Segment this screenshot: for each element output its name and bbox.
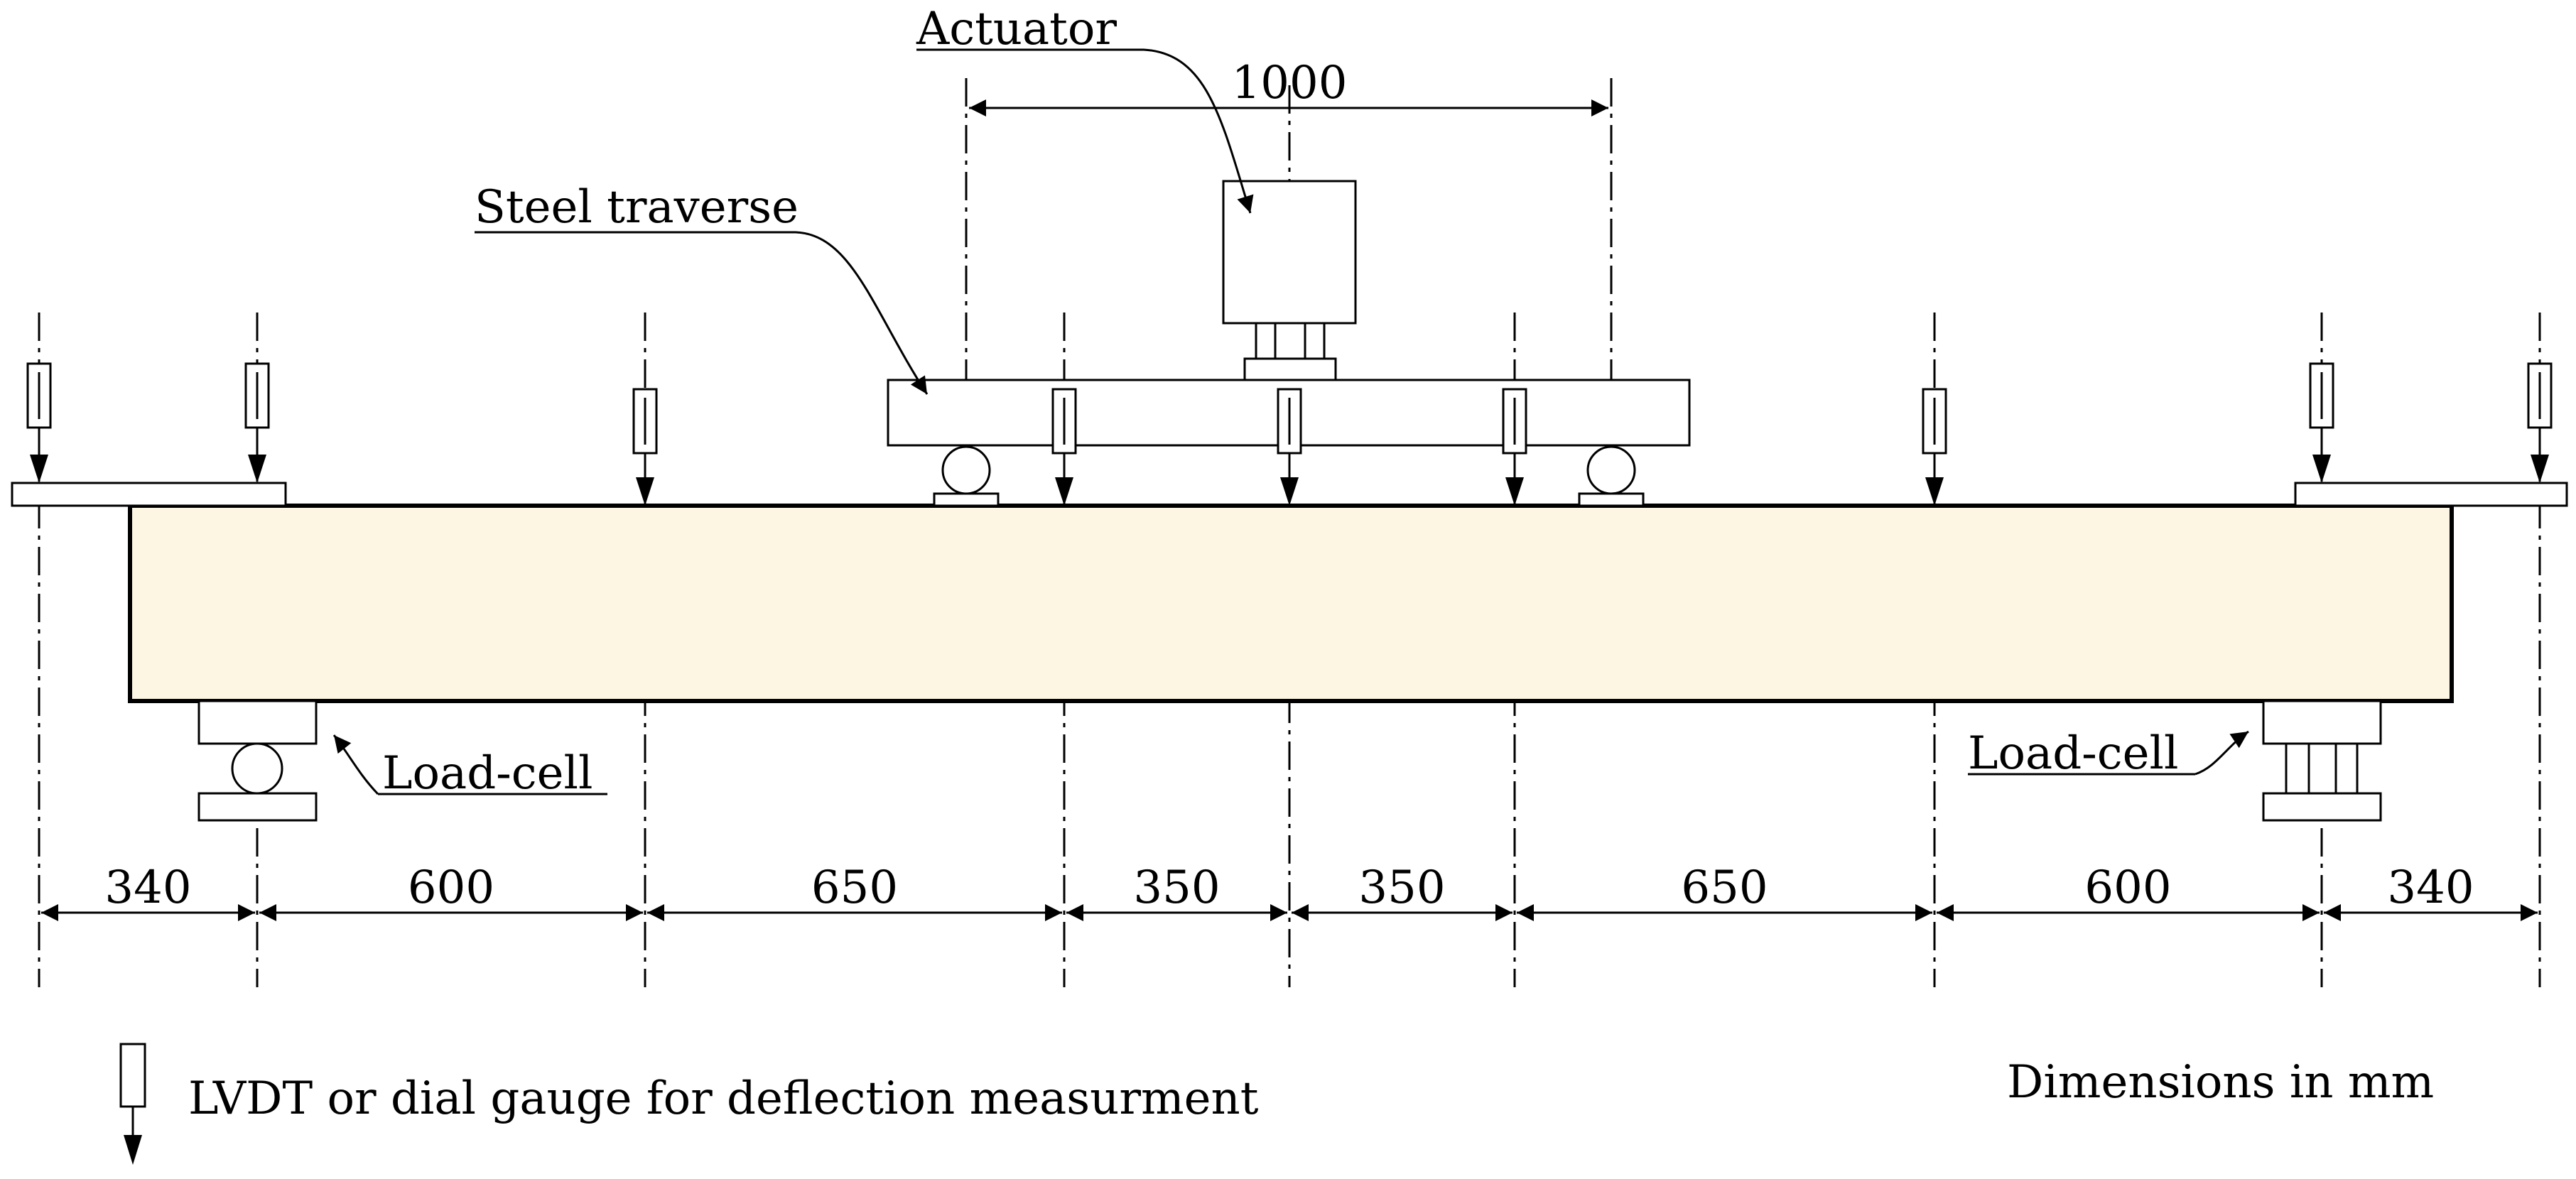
dimension-label: 600: [408, 862, 494, 914]
dimension-label: 650: [1681, 862, 1768, 914]
traverse-roller-left: [933, 445, 1000, 507]
lvdt-gauge: [1277, 388, 1302, 506]
actuator: [1222, 180, 1357, 381]
lvdt-gauge: [2527, 362, 2553, 483]
steel-traverse-label: Steel traverse: [475, 181, 799, 234]
legend: LVDT or dial gauge for deflection measur…: [119, 1043, 1259, 1165]
top-dimension-label: 1000: [1232, 57, 1348, 109]
leader-lines: [332, 48, 2249, 795]
lvdt-gauges: [26, 362, 2553, 506]
lvdt-gauge: [1502, 388, 1527, 506]
lvdt-gauge: [1051, 388, 1077, 506]
load-cell-left-label: Load-cell: [382, 747, 592, 800]
dimension-label: 340: [2387, 862, 2474, 914]
bottom-dimensions: 340 600 650 350 350 650 600 340: [41, 862, 2538, 921]
lvdt-gauge: [632, 388, 658, 506]
lvdt-gauge: [2309, 362, 2334, 483]
units-note: Dimensions in mm: [2007, 1056, 2434, 1109]
left-reference-plate: [11, 482, 287, 507]
concrete-beam: [128, 504, 2454, 703]
lvdt-gauge: [1922, 388, 1947, 506]
traverse-roller-right: [1578, 445, 1645, 507]
lvdt-gauge: [26, 362, 52, 483]
actuator-label: Actuator: [916, 3, 1117, 55]
dimension-label: 350: [1358, 862, 1445, 914]
right-support-load-cell: [2262, 700, 2382, 822]
right-reference-plate: [2294, 482, 2568, 507]
load-cell-right-label: Load-cell: [1968, 727, 2178, 780]
dimension-label: 600: [2084, 862, 2171, 914]
dimension-label: 350: [1133, 862, 1220, 914]
legend-text: LVDT or dial gauge for deflection measur…: [188, 1072, 1259, 1125]
lvdt-gauge: [244, 362, 270, 483]
dimension-label: 650: [811, 862, 898, 914]
top-dimension: 1000: [969, 57, 1608, 116]
dimension-label: 340: [104, 862, 191, 914]
left-support-load-cell: [197, 700, 318, 822]
